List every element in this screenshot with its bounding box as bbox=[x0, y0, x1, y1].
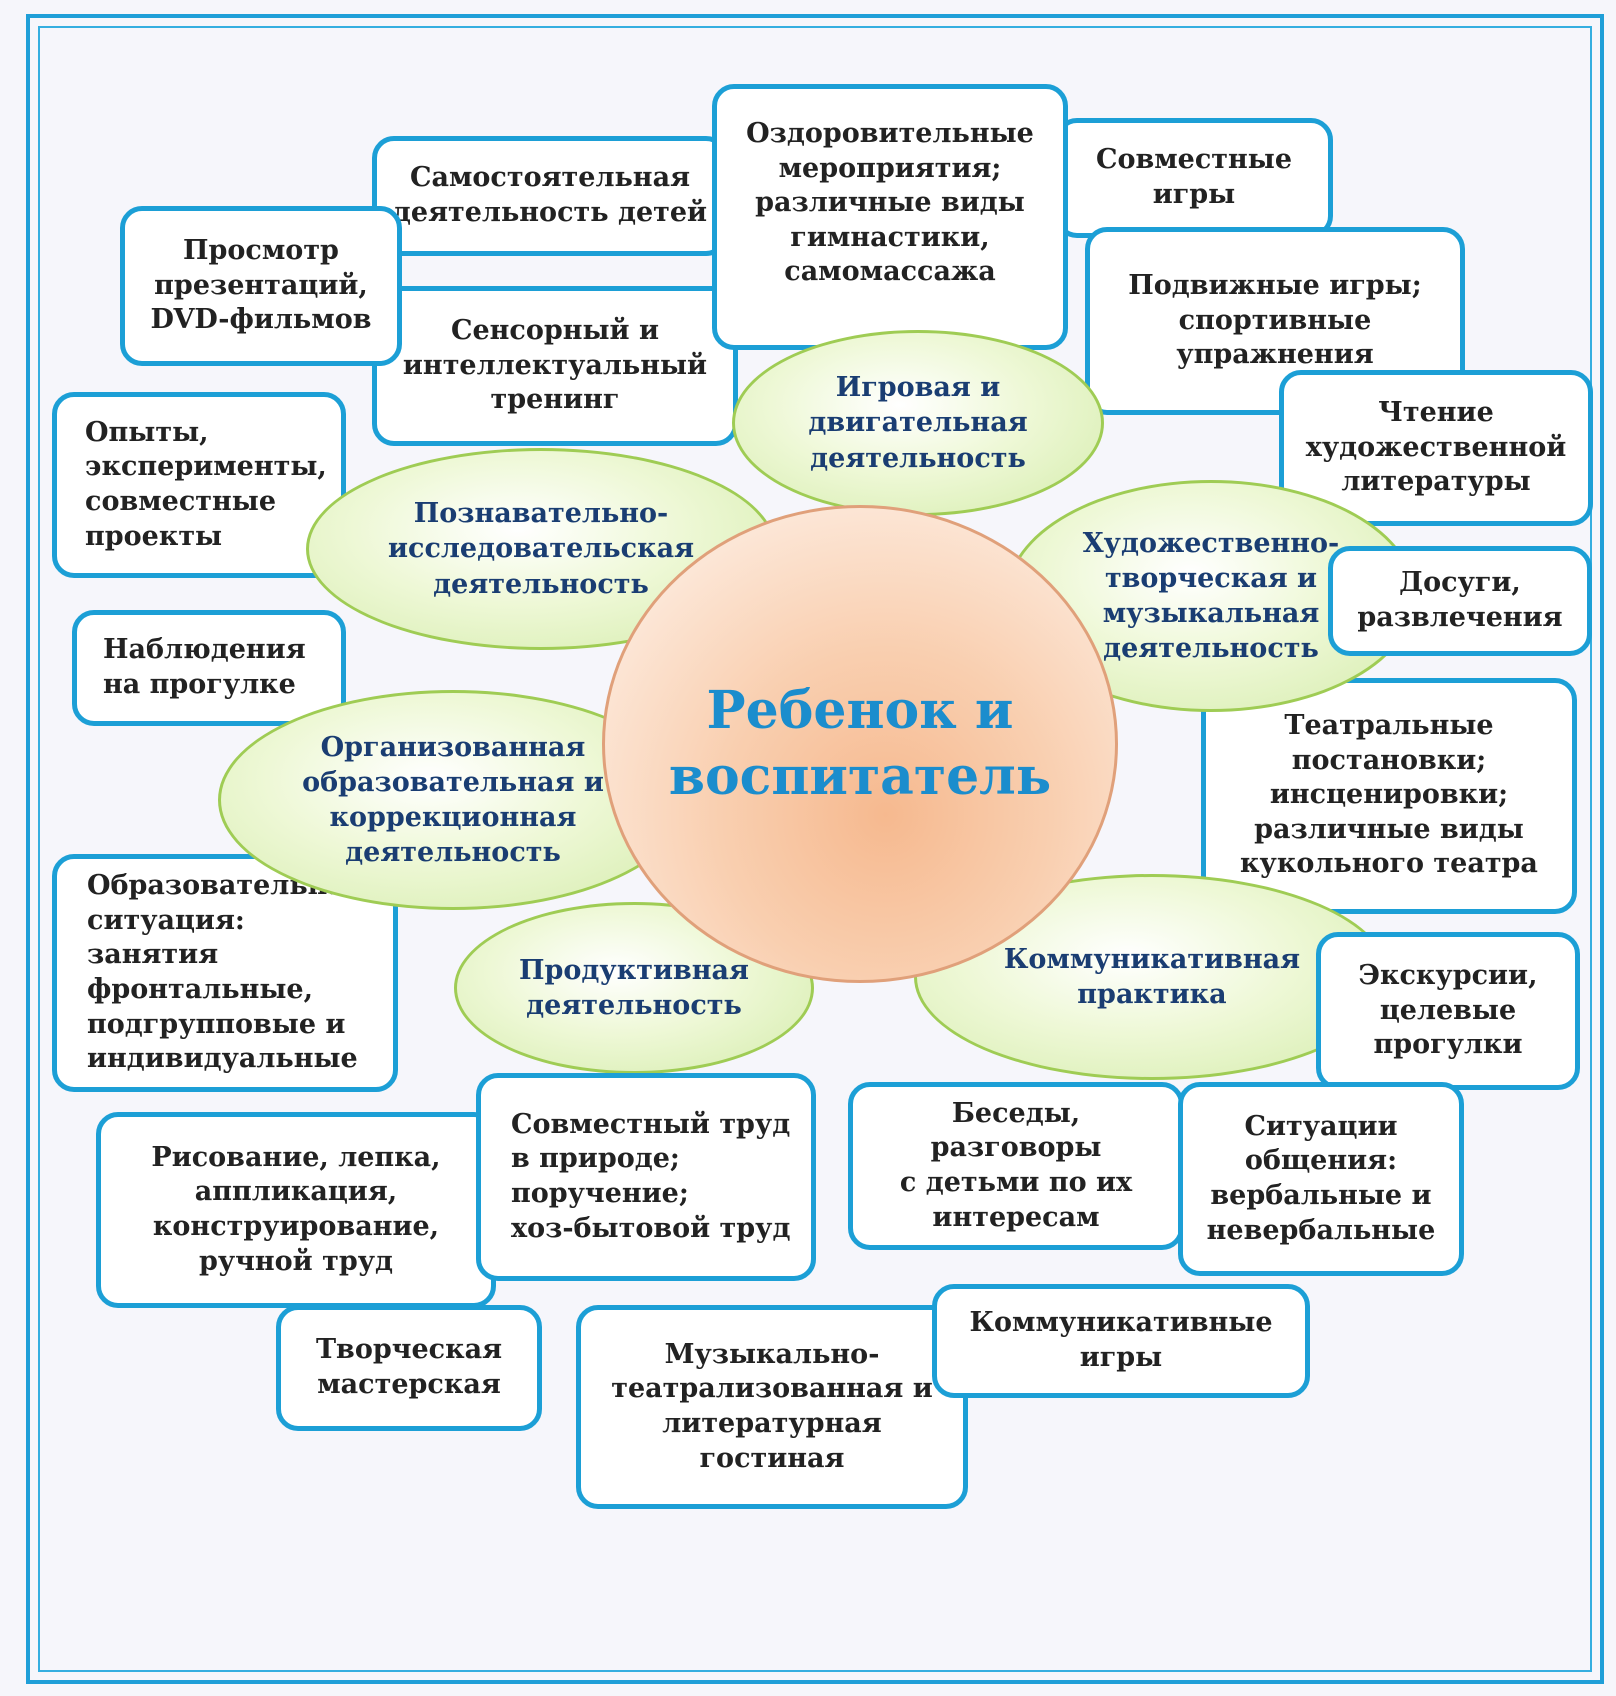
box-experiments: Опыты, эксперименты, совместные проекты bbox=[52, 392, 346, 578]
box-excursions: Экскурсии, целевые прогулки bbox=[1316, 932, 1580, 1090]
box-presentations: Просмотр презентаций, DVD-фильмов bbox=[120, 206, 402, 366]
center-child-and-educator: Ребенок и воспитатель bbox=[602, 505, 1118, 983]
box-leisure: Досуги, развлечения bbox=[1328, 546, 1592, 656]
box-conversations: Беседы, разговоры с детьми по их интерес… bbox=[848, 1082, 1184, 1250]
box-health-activities: Оздоровительные мероприятия; различные в… bbox=[712, 84, 1068, 350]
box-sensory-training: Сенсорный и интеллектуальный тренинг bbox=[372, 286, 738, 446]
outer-frame bbox=[26, 14, 1604, 1684]
box-drawing: Рисование, лепка, аппликация, конструиро… bbox=[96, 1112, 496, 1308]
box-reading: Чтение художественной литературы bbox=[1279, 370, 1593, 526]
box-communicative-games: Коммуникативные игры bbox=[932, 1284, 1310, 1398]
box-labour: Совместный труд в природе; поручение; хо… bbox=[476, 1073, 816, 1281]
box-communication-situations: Ситуации общения: вербальные и невербаль… bbox=[1178, 1082, 1464, 1276]
box-joint-games: Совместные игры bbox=[1055, 118, 1333, 238]
oval-productive-activity: Продуктивная деятельность bbox=[454, 902, 814, 1074]
oval-game-motor-activity: Игровая и двигательная деятельность bbox=[732, 330, 1104, 516]
box-independent-activity: Самостоятельная деятельность детей bbox=[372, 136, 728, 256]
box-theatre: Театральные постановки; инсценировки; ра… bbox=[1201, 678, 1577, 914]
box-observation: Наблюдения на прогулке bbox=[72, 610, 346, 726]
inner-frame bbox=[38, 26, 1592, 1672]
box-creative-workshop: Творческая мастерская bbox=[276, 1305, 542, 1431]
box-music-lounge: Музыкально- театрализованная и литератур… bbox=[576, 1305, 968, 1509]
